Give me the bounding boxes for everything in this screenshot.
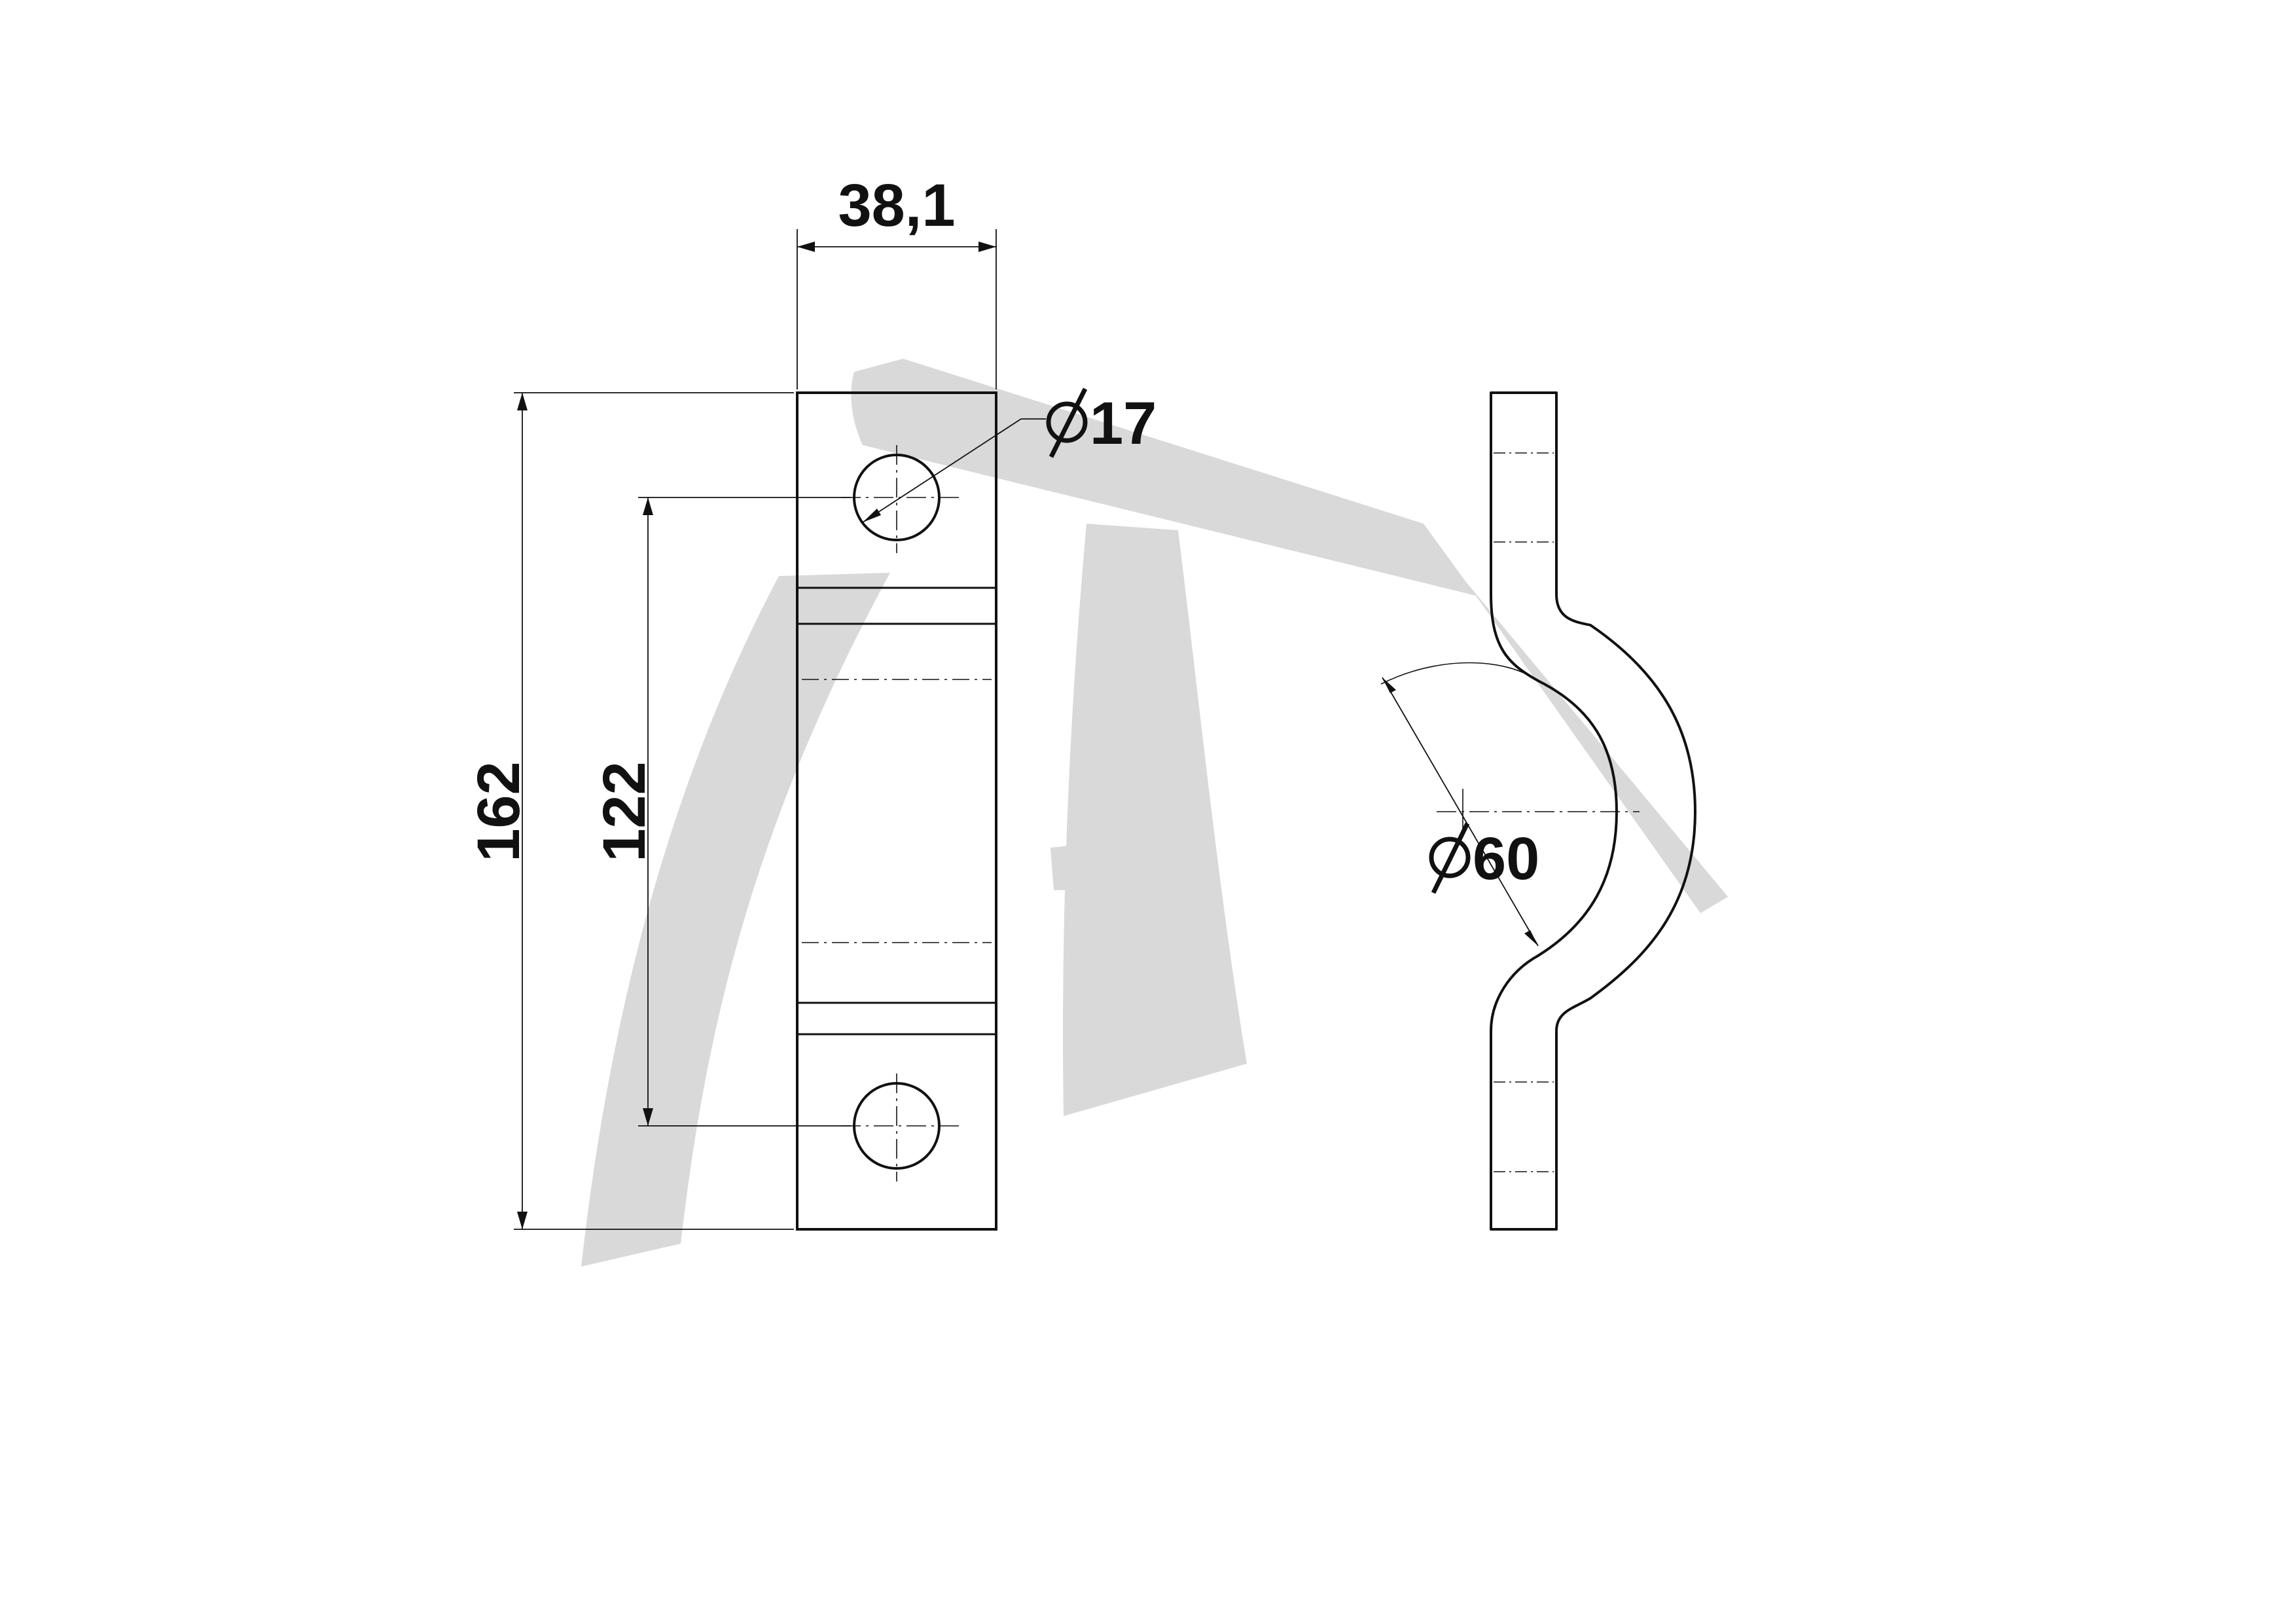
arrowhead [517, 393, 528, 410]
saddle-diameter-label: 60 [1473, 825, 1539, 892]
watermark-crossbar [1050, 831, 1211, 890]
arrowhead [643, 497, 653, 515]
watermark-left-stroke [581, 573, 890, 1267]
watermark-logo [581, 359, 1728, 1267]
height-dimension-label: 162 [465, 761, 532, 862]
hole-diameter-leader [862, 418, 1022, 523]
width-dimension-label: 38,1 [838, 172, 955, 239]
watermark-right-stroke [1063, 524, 1247, 1116]
saddle-dimension-arrows [1382, 677, 1538, 946]
diameter-symbol-icon [1429, 822, 1471, 894]
hole-spacing-dimension-label: 122 [591, 761, 658, 862]
arrowhead [978, 242, 996, 252]
diameter-symbol-circle [1046, 401, 1088, 443]
dimension-lines [514, 229, 1046, 1230]
hole-diameter-label: 17 [1090, 390, 1157, 457]
arrowhead [863, 509, 881, 522]
arrowhead [797, 242, 815, 252]
side-view-outline [1490, 391, 1696, 1231]
saddle-dimension-line [1382, 677, 1539, 947]
side-view [1380, 391, 1696, 1231]
dimension-arrows [517, 242, 996, 1229]
diameter-symbol-slash [1431, 822, 1470, 894]
front-view [796, 391, 997, 1231]
arrowhead [1524, 930, 1538, 946]
diameter-symbol-slash [1049, 388, 1088, 458]
arrowhead [517, 1212, 528, 1229]
diameter-symbol-circle [1429, 837, 1471, 878]
diameter-symbol-icon [1046, 388, 1088, 458]
watermark-top-bar-upper [851, 359, 1476, 596]
arrowhead [1382, 677, 1396, 693]
arrowhead [643, 1108, 653, 1126]
saddle-dimension-arc [1380, 662, 1539, 685]
front-view-outline [796, 391, 997, 1231]
